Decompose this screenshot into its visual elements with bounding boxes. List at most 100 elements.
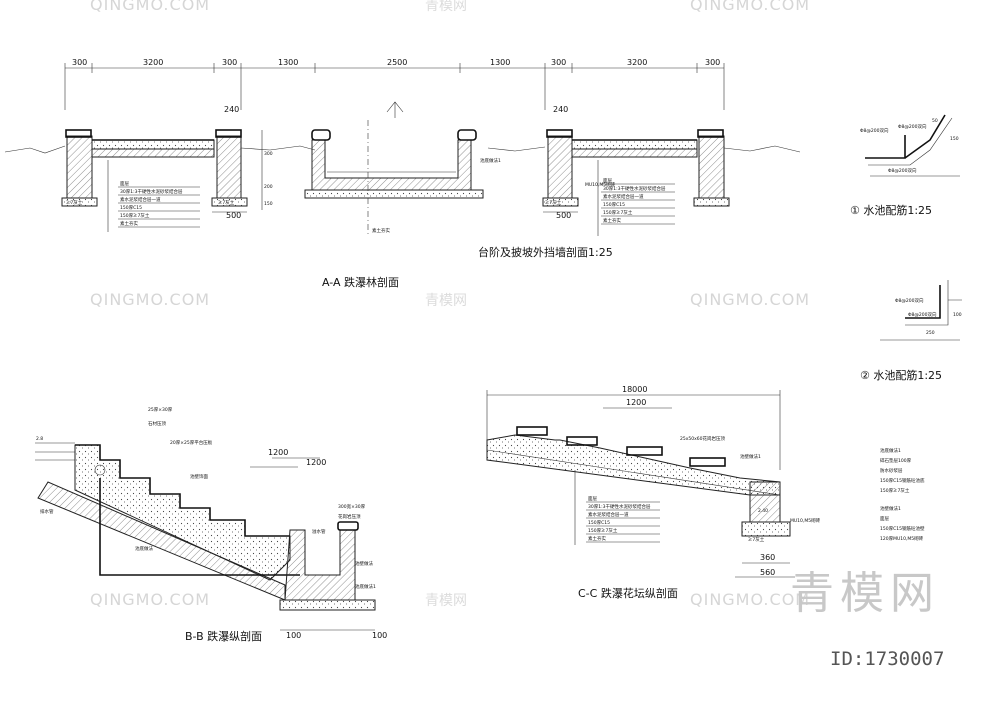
- dim-1200: 1200: [306, 458, 326, 467]
- section-arrow: [386, 101, 404, 118]
- section-cc: 18000 1200 2.40 3:7灰土 MU10,M5砌砖 25x50x60…: [486, 385, 821, 600]
- note: 排水管: [40, 508, 54, 515]
- rebar-bend: [865, 114, 946, 159]
- level-mark: 2.8: [36, 436, 43, 442]
- material-notes: 池底做法1 碎石垫层100厚 防水砂浆层 150厚C15钢筋砼池底 150厚3:…: [880, 447, 925, 542]
- note-line: 防水砂浆层: [880, 467, 903, 474]
- rebar-title-2: ② 水池配筋1:25: [860, 368, 942, 382]
- watermark-site: QINGMO.COM: [90, 290, 210, 309]
- pool-footing: [279, 599, 376, 611]
- pool-wall: [284, 529, 356, 601]
- slab-base: [91, 148, 215, 158]
- wall-footing: [61, 197, 98, 207]
- rebar-dim: 100: [953, 312, 962, 318]
- dimension-labels: 300 3200 300 1300 2500 1300 300 3200 300: [72, 58, 720, 67]
- rebar-label: Φ8@200双向: [898, 123, 927, 130]
- pave-label: 25x50x60花岗岩压顶: [680, 435, 726, 442]
- note-line: 150厚3:7灰土: [588, 527, 618, 534]
- dim-560: 560: [760, 568, 775, 577]
- step-slab: [571, 139, 698, 150]
- watermark-site: QINGMO.COM: [90, 0, 210, 14]
- note: 池底做法1: [355, 583, 376, 590]
- planter-wall: [749, 481, 781, 523]
- rebar-dim: 250: [926, 330, 935, 336]
- section-title-aa: A-A 跌瀑林剖面: [322, 275, 399, 289]
- note-line: 碎石垫层100厚: [880, 457, 912, 464]
- drain-pipe: [94, 464, 106, 476]
- rebar-label: Φ8@200双向: [895, 297, 924, 304]
- dim-100: 100: [286, 631, 301, 640]
- dim-label: 2500: [387, 58, 407, 67]
- wall-footing: [211, 197, 248, 207]
- note: 池壁饰面: [190, 473, 208, 480]
- rebar-detail-1: Φ8@200双向 Φ8@200双向 Φ8@200双向 150 50 ① 水池配筋…: [850, 114, 960, 217]
- section-title-bb: B-B 跌瀑纵剖面: [185, 629, 262, 643]
- watermark-site: QINGMO.COM: [690, 590, 810, 609]
- watermark-site: QINGMO.COM: [690, 0, 810, 14]
- note-line: 面层: [603, 178, 612, 184]
- ground-line: [723, 145, 801, 153]
- mu-label: MU10,M5砌砖: [585, 181, 616, 188]
- watermark-id: ID:1730007: [830, 648, 944, 670]
- layer-notes-left: 面层 30厚1:3干硬性水泥砂浆结合层 素水泥浆结合层一道 150厚C15 15…: [107, 160, 200, 232]
- level-mark: 2.40: [758, 508, 768, 514]
- pool-bottom-note: 素土夯实: [372, 227, 390, 234]
- retaining-wall: [547, 135, 573, 199]
- note-line: 素土夯实: [588, 535, 606, 542]
- watermark-site: QINGMO.COM: [90, 590, 210, 609]
- note: 20厚×25厚平台压板: [170, 439, 213, 446]
- step-profile: [75, 444, 290, 537]
- wall-coping: [215, 129, 242, 138]
- pool-shell: [311, 139, 472, 191]
- dim-label: 300: [551, 58, 566, 67]
- wall-footing: [542, 197, 579, 207]
- dim-150: 150: [264, 201, 273, 207]
- watermark-site: QINGMO.COM: [690, 290, 810, 309]
- retaining-wall: [698, 135, 725, 199]
- dim-18000: 18000: [622, 385, 647, 394]
- dim-label: 300: [705, 58, 720, 67]
- note-line: 面层: [588, 496, 597, 502]
- dim-100: 100: [372, 631, 387, 640]
- ground-line: [240, 145, 316, 151]
- note: 300宽×30厚: [338, 503, 366, 510]
- dim-240: 240: [553, 105, 568, 114]
- note: 溢水管: [312, 528, 326, 535]
- dim-300: 300: [264, 151, 273, 157]
- rebar-bend: [905, 285, 941, 319]
- watermark-cn: 青模网: [425, 593, 467, 609]
- dim-240: 240: [224, 105, 239, 114]
- dimension-ticks: [64, 63, 725, 110]
- rebar-outline: [868, 117, 953, 166]
- rebar-label: Φ8@200双向: [888, 167, 917, 174]
- dim-label: 1300: [490, 58, 510, 67]
- retaining-wall: [216, 135, 242, 199]
- pool-coping: [337, 521, 359, 531]
- note-line: 素土夯实: [603, 217, 621, 224]
- dim-500: 500: [226, 211, 241, 220]
- note-line: 30厚1:3干硬性水泥砂浆结合层: [588, 503, 651, 510]
- pool-note: 池底做法1: [480, 157, 501, 164]
- note-line: 150厚3:7灰土: [603, 209, 633, 216]
- dim-label: 300: [222, 58, 237, 67]
- dim-200: 200: [264, 184, 273, 190]
- note-line: 120厚MU10,M5砌砖: [880, 535, 924, 542]
- note-line: 素水泥浆结合层一道: [120, 196, 161, 203]
- planter-footing: [741, 521, 791, 537]
- wall-footing: [693, 197, 730, 207]
- soil-label: 3:7灰土: [218, 199, 235, 206]
- note-line: 150厚C15: [588, 520, 610, 526]
- dim-label: 3200: [627, 58, 647, 67]
- note-line: 素水泥浆结合层一道: [588, 511, 629, 518]
- section-bb: 2.8 1200 1200 100 100 25厚×30厚 石材压顶 20厚×2…: [35, 407, 387, 643]
- wall-coping: [65, 129, 92, 138]
- mu-label: MU10,M5砌砖: [790, 517, 821, 524]
- note: 池底做法: [135, 545, 153, 552]
- note: 花岗岩压顶: [338, 513, 361, 520]
- planter-steps: [516, 426, 726, 467]
- note-line: 150厚3:7灰土: [880, 487, 910, 494]
- cc-notes: 面层 30厚1:3干硬性水泥砂浆结合层 素水泥浆结合层一道 150厚C15 15…: [574, 470, 660, 545]
- watermark-cn: 青模网: [425, 293, 467, 309]
- note-line: 面层: [880, 516, 889, 522]
